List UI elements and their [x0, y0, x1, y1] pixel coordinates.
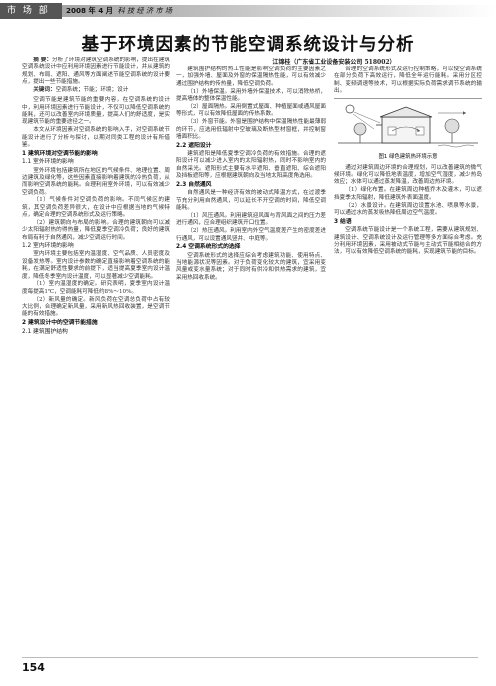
body-paragraph: （2）屋面隔热。采用倒置式屋面、种植屋面或通风屋面等形式，可以有效降低屋面的传热… — [176, 103, 326, 118]
journal-section: 科 技 经 济 市 场 — [117, 6, 173, 15]
author-line: 江锦桂（广东省工业设备安装公司 518002） — [176, 57, 492, 66]
section-heading: 2.4 空调系统形式的选择 — [176, 244, 241, 251]
page-number: 154 — [22, 661, 45, 674]
abstract-label: 摘 要： — [33, 57, 53, 63]
body-paragraph: 建筑围护结构的热工性能是影响空调负荷的主要因素之一，加强外墙、屋面及外窗的保温隔… — [176, 66, 326, 87]
subsection-heading: 1.2 室内环境的影响 — [22, 243, 74, 250]
body-paragraph: （1）风压通风。利用建筑迎风面与背风面之间的压力差进行通风，应合理组织建筑开口位… — [176, 212, 326, 227]
header-gradient-band — [0, 5, 496, 17]
body-paragraph: （3）外窗节能。外窗是围护结构中保温隔热性能最薄弱的环节，应选用低辐射中空玻璃及… — [176, 119, 326, 140]
body-paragraph: （1）外墙保温。采用外墙外保温技术，可以消除热桥，提高墙体的整体保温性能。 — [176, 88, 326, 102]
body-paragraph: 空调节能是建筑节能的重要内容，在空调系统的设计中，利用环境因素进行节能设计，不仅… — [22, 97, 170, 126]
body-paragraph: （1）绿化布置。在建筑周边种植乔木及灌木，可以遮挡夏季太阳辐射，降低建筑外表面温… — [334, 187, 482, 201]
journal-tag: 市 场 部 — [0, 3, 62, 19]
body-paragraph: 建筑遮阳是降低夏季空调冷负荷的有效措施。合理的遮阳设计可以减少进入室内的太阳辐射… — [176, 151, 326, 180]
abstract: 摘 要：分析了环境对建筑空调系统的影响，提出在建筑空调系统设计中应利用环境因素进… — [22, 57, 170, 86]
body-paragraph: （2）建筑朝向与布局的影响。合理的建筑朝向可以减少太阳辐射热的得热量，降低夏季空… — [22, 220, 170, 241]
section-heading: 1 建筑环境对空调节能的影响 — [22, 150, 98, 157]
section-heading: 2 建筑设计中的空调节能措施 — [22, 320, 98, 327]
body-paragraph: （2）热压通风。利用室内外空气温度差产生的密度差进行通风，可以设置通风竖井、中庭… — [176, 228, 326, 242]
abstract-text: 分析了环境对建筑空调系统的影响，提出在建筑空调系统设计中应利用环境因素进行节能设… — [22, 57, 170, 86]
section-heading: 3 结语 — [334, 218, 352, 225]
body-paragraph: 空调系统形式的选择应综合考虑建筑功能、使用特点、当地能源状况等因素。对于负荷变化… — [176, 252, 326, 281]
body-paragraph: 空调系统节能设计是一个系统工程，需要从建筑规划、建筑设计、空调系统设计及运行管理… — [334, 227, 482, 256]
figure-1-diagram — [338, 105, 478, 148]
figure-1 — [334, 98, 482, 152]
body-paragraph: 室内环境主要包括室内温湿度、空气品质、人员密度及设备发热等。室内设计参数的确定直… — [22, 251, 170, 280]
body-paragraph: 自然通风是一种经济有效的被动式降温方式，在过渡季节充分利用自然通风，可以延长不开… — [176, 190, 326, 211]
subsection-heading: 2.1 建筑围护结构 — [22, 328, 68, 335]
keywords: 关键词：空调系统；节能；环境；设计 — [22, 87, 170, 94]
column-2: 建筑围护结构的热工性能是影响空调负荷的主要因素之一，加强外墙、屋面及外窗的保温隔… — [176, 66, 326, 654]
body-paragraph: （1）气候条件对空调负荷的影响。不同气候区的建筑，其空调负荷差异很大，在设计中应… — [22, 197, 170, 219]
article-title: 基于环境因素的节能空调系统设计与分析 — [81, 35, 415, 55]
body-paragraph: （2）新风量的确定。新风负荷在空调总负荷中占有较大比例，合理确定新风量，采用新风… — [22, 296, 170, 318]
body-paragraph: 合理的空调系统形式及运行控制策略，可以使空调系统在部分负荷下高效运行，降低全年运… — [334, 66, 482, 95]
issue-info: 2008 年 4 月 科 技 经 济 市 场 — [66, 5, 172, 17]
page-header: 市 场 部 2008 年 4 月 科 技 经 济 市 场 — [0, 0, 496, 22]
issue-date: 2008 年 4 月 — [66, 6, 113, 15]
author-name: 江锦桂（广东省工业设备安装公司 518002） — [272, 59, 396, 66]
body-paragraph: 通过对建筑周边环境的合理规划，可以改善建筑的微气候环境。绿化可以降低地表温度，增… — [334, 164, 482, 186]
section-heading: 2.2 遮阳设计 — [176, 142, 212, 149]
body-paragraph: （2）水景设计。在建筑周边设置水池、喷泉等水景，可以通过水的蒸发吸热降低周边空气… — [334, 202, 482, 216]
keywords-label: 关键词： — [33, 86, 56, 93]
footer-rule — [22, 657, 478, 658]
body-paragraph: （1）室内温湿度的确定。研究表明，夏季室内设计温度每提高1℃，空调能耗可降低约8… — [22, 281, 170, 295]
keywords-text: 空调系统；节能；环境；设计 — [55, 86, 129, 93]
column-1: 摘 要：分析了环境对建筑空调系统的影响，提出在建筑空调系统设计中应利用环境因素进… — [22, 57, 170, 657]
subsection-heading: 1.1 室外环境的影响 — [22, 159, 74, 166]
body-paragraph: 室外环境包括建筑所在地区的气候条件、地理位置、周边建筑及绿化等，这些因素直接影响… — [22, 167, 170, 196]
column-3: 合理的空调系统形式及运行控制策略，可以使空调系统在部分负荷下高效运行，降低全年运… — [334, 66, 482, 654]
figure-caption: 图1 绿色建筑热环境示意 — [378, 154, 438, 161]
body-paragraph: 本文从环境因素对空调系统的影响入手，对空调系统节能设计进行了分析与探讨，以期对同… — [22, 127, 170, 148]
section-heading: 2.3 自然通风 — [176, 181, 212, 188]
